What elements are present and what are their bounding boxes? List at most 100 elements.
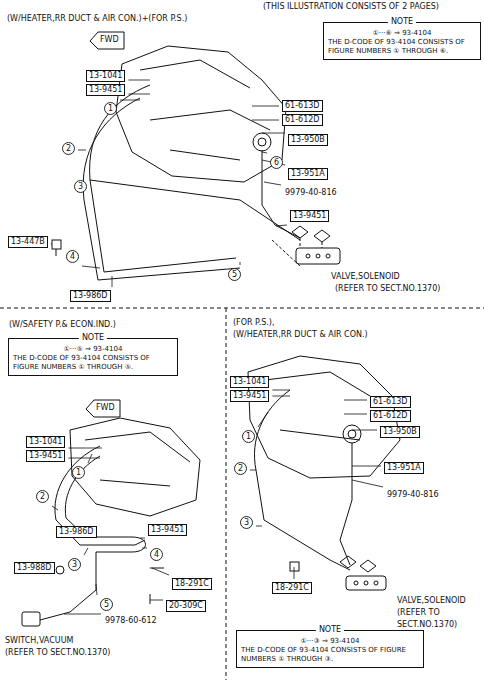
note-heading: NOTE <box>79 333 107 343</box>
callout-number: 1 <box>242 430 255 443</box>
part-number: 13-986D <box>59 527 94 537</box>
callout-circle: 2 <box>62 142 75 155</box>
callout-number: 3 <box>68 558 81 571</box>
part-number: 13-986D <box>73 291 108 301</box>
leader-line <box>352 466 381 467</box>
note-heading: NOTE <box>316 625 344 635</box>
part-number: 13-1041 <box>89 71 122 81</box>
caption-label: FWD <box>95 403 116 413</box>
leader-line <box>120 100 140 101</box>
leader-line <box>352 430 377 431</box>
leader-line <box>272 390 290 391</box>
leader-line <box>140 538 145 539</box>
part-number: 13-9451 <box>29 451 62 461</box>
caption-label: (REFER TO SECT.NO.1370) <box>334 284 441 294</box>
note-heading: NOTE <box>388 17 416 27</box>
part-number: 13-951A <box>291 169 325 179</box>
caption-label: FWD <box>99 35 120 45</box>
leader-line <box>128 80 150 81</box>
part-number: 61-612D <box>373 411 408 421</box>
callout-number: 2 <box>234 462 247 475</box>
part-number: 13-9451 <box>293 211 326 221</box>
leader-line <box>252 106 279 107</box>
part-number-box: 20-309C <box>166 600 206 612</box>
leader-line <box>68 458 100 459</box>
part-number: 61-613D <box>285 101 320 111</box>
callout-circle: 3 <box>68 558 81 571</box>
part-number-box: 13-447B <box>8 236 48 248</box>
callout-number: 2 <box>62 142 75 155</box>
caption-label: (REFER TO <box>396 608 441 618</box>
part-number-box: 13-1041 <box>26 436 65 448</box>
leader-line <box>142 548 147 549</box>
callout-circle: 5 <box>228 268 241 281</box>
part-number-box: 13-950B <box>288 134 328 146</box>
part-number: 18-291C <box>275 583 309 593</box>
leader-line <box>294 567 295 579</box>
note-text: THE D-CODE OF 93-4104 CONSISTS OF FIGURE… <box>13 354 173 372</box>
leader-line <box>252 120 279 121</box>
caption-label: 9979-40-816 <box>386 490 440 500</box>
part-number-box: 61-613D <box>282 100 323 112</box>
part-number-box: 13-9451 <box>148 524 187 536</box>
note-text: ①···⑥ ⇒ 93-4104 <box>328 29 476 38</box>
leader-line <box>52 506 58 510</box>
callout-number: 5 <box>100 598 113 611</box>
note-box: NOTE①···③ ⇒ 93-4104THE D-CODE OF 93-4104… <box>236 630 424 668</box>
callout-number: 3 <box>240 516 253 529</box>
caption-label: VALVE,SOLENOID <box>396 596 467 606</box>
callout-number: 6 <box>270 156 283 169</box>
part-number-box: 13-1041 <box>86 70 125 82</box>
caption-label: (REFER TO SECT.NO.1370) <box>4 648 111 658</box>
part-number-box: 13-9451 <box>290 210 329 222</box>
part-number-box: 13-988D <box>14 562 55 574</box>
callout-circle: 2 <box>36 490 49 503</box>
leader-line <box>256 526 262 527</box>
caption-label: 9979-40-816 <box>284 188 338 198</box>
callout-number: 1 <box>72 466 85 479</box>
caption-label: VALVE,SOLENOID <box>330 272 401 282</box>
callout-number: 5 <box>228 268 241 281</box>
part-number: 61-613D <box>373 397 408 407</box>
note-text: ①···③ ⇒ 93-4104 <box>241 637 419 646</box>
part-number-box: 13-9451 <box>86 84 125 96</box>
part-number-box: 61-612D <box>370 410 411 422</box>
callout-number: 4 <box>150 548 163 561</box>
callout-circle: 2 <box>234 462 247 475</box>
part-number-box: 18-291C <box>272 582 312 594</box>
leader-line <box>150 600 163 601</box>
part-number-box: 61-612D <box>282 114 323 126</box>
part-number-box: 13-986D <box>56 526 97 538</box>
callout-number: 2 <box>36 490 49 503</box>
caption-label: SECT.NO.1370) <box>396 620 458 630</box>
caption-label: 9978-60-612 <box>104 616 158 626</box>
leader-line <box>84 548 88 555</box>
callout-circle: 4 <box>66 250 79 263</box>
leader-line <box>262 133 285 134</box>
part-number-box: 61-613D <box>370 396 411 408</box>
callout-number: 1 <box>104 102 117 115</box>
part-number: 13-988D <box>17 563 52 573</box>
part-number: 13-951A <box>387 463 421 473</box>
part-number: 20-309C <box>169 601 203 611</box>
part-number-box: 13-950B <box>380 426 420 438</box>
part-number-box: 13-951A <box>288 168 328 180</box>
callout-number: 3 <box>74 180 87 193</box>
caption-label: (W/HEATER,RR DUCT & AIR CON.) <box>232 330 369 340</box>
note-box: NOTE①···⑥ ⇒ 93-4104THE D-CODE OF 93-4104… <box>323 22 481 60</box>
callout-circle: 4 <box>150 548 163 561</box>
callout-circle: 5 <box>100 598 113 611</box>
leader-line <box>264 182 281 185</box>
part-number: 13-950B <box>291 135 325 145</box>
caption-label: (W/HEATER,RR DUCT & AIR CON.)+(FOR P.S.) <box>6 14 188 24</box>
part-number: 18-291C <box>175 579 209 589</box>
leader-line <box>272 396 290 397</box>
caption-label: SWITCH,VACUUM <box>4 636 74 646</box>
caption-label: (W/SAFETY P.& ECON.IND.) <box>8 320 117 330</box>
callout-number: 4 <box>66 250 79 263</box>
leader-line <box>78 150 86 151</box>
leader-line <box>240 262 241 265</box>
callout-circle: 1 <box>104 102 117 115</box>
note-text: THE D-CODE OF 93-4104 CONSISTS OF FIGURE… <box>241 646 419 664</box>
